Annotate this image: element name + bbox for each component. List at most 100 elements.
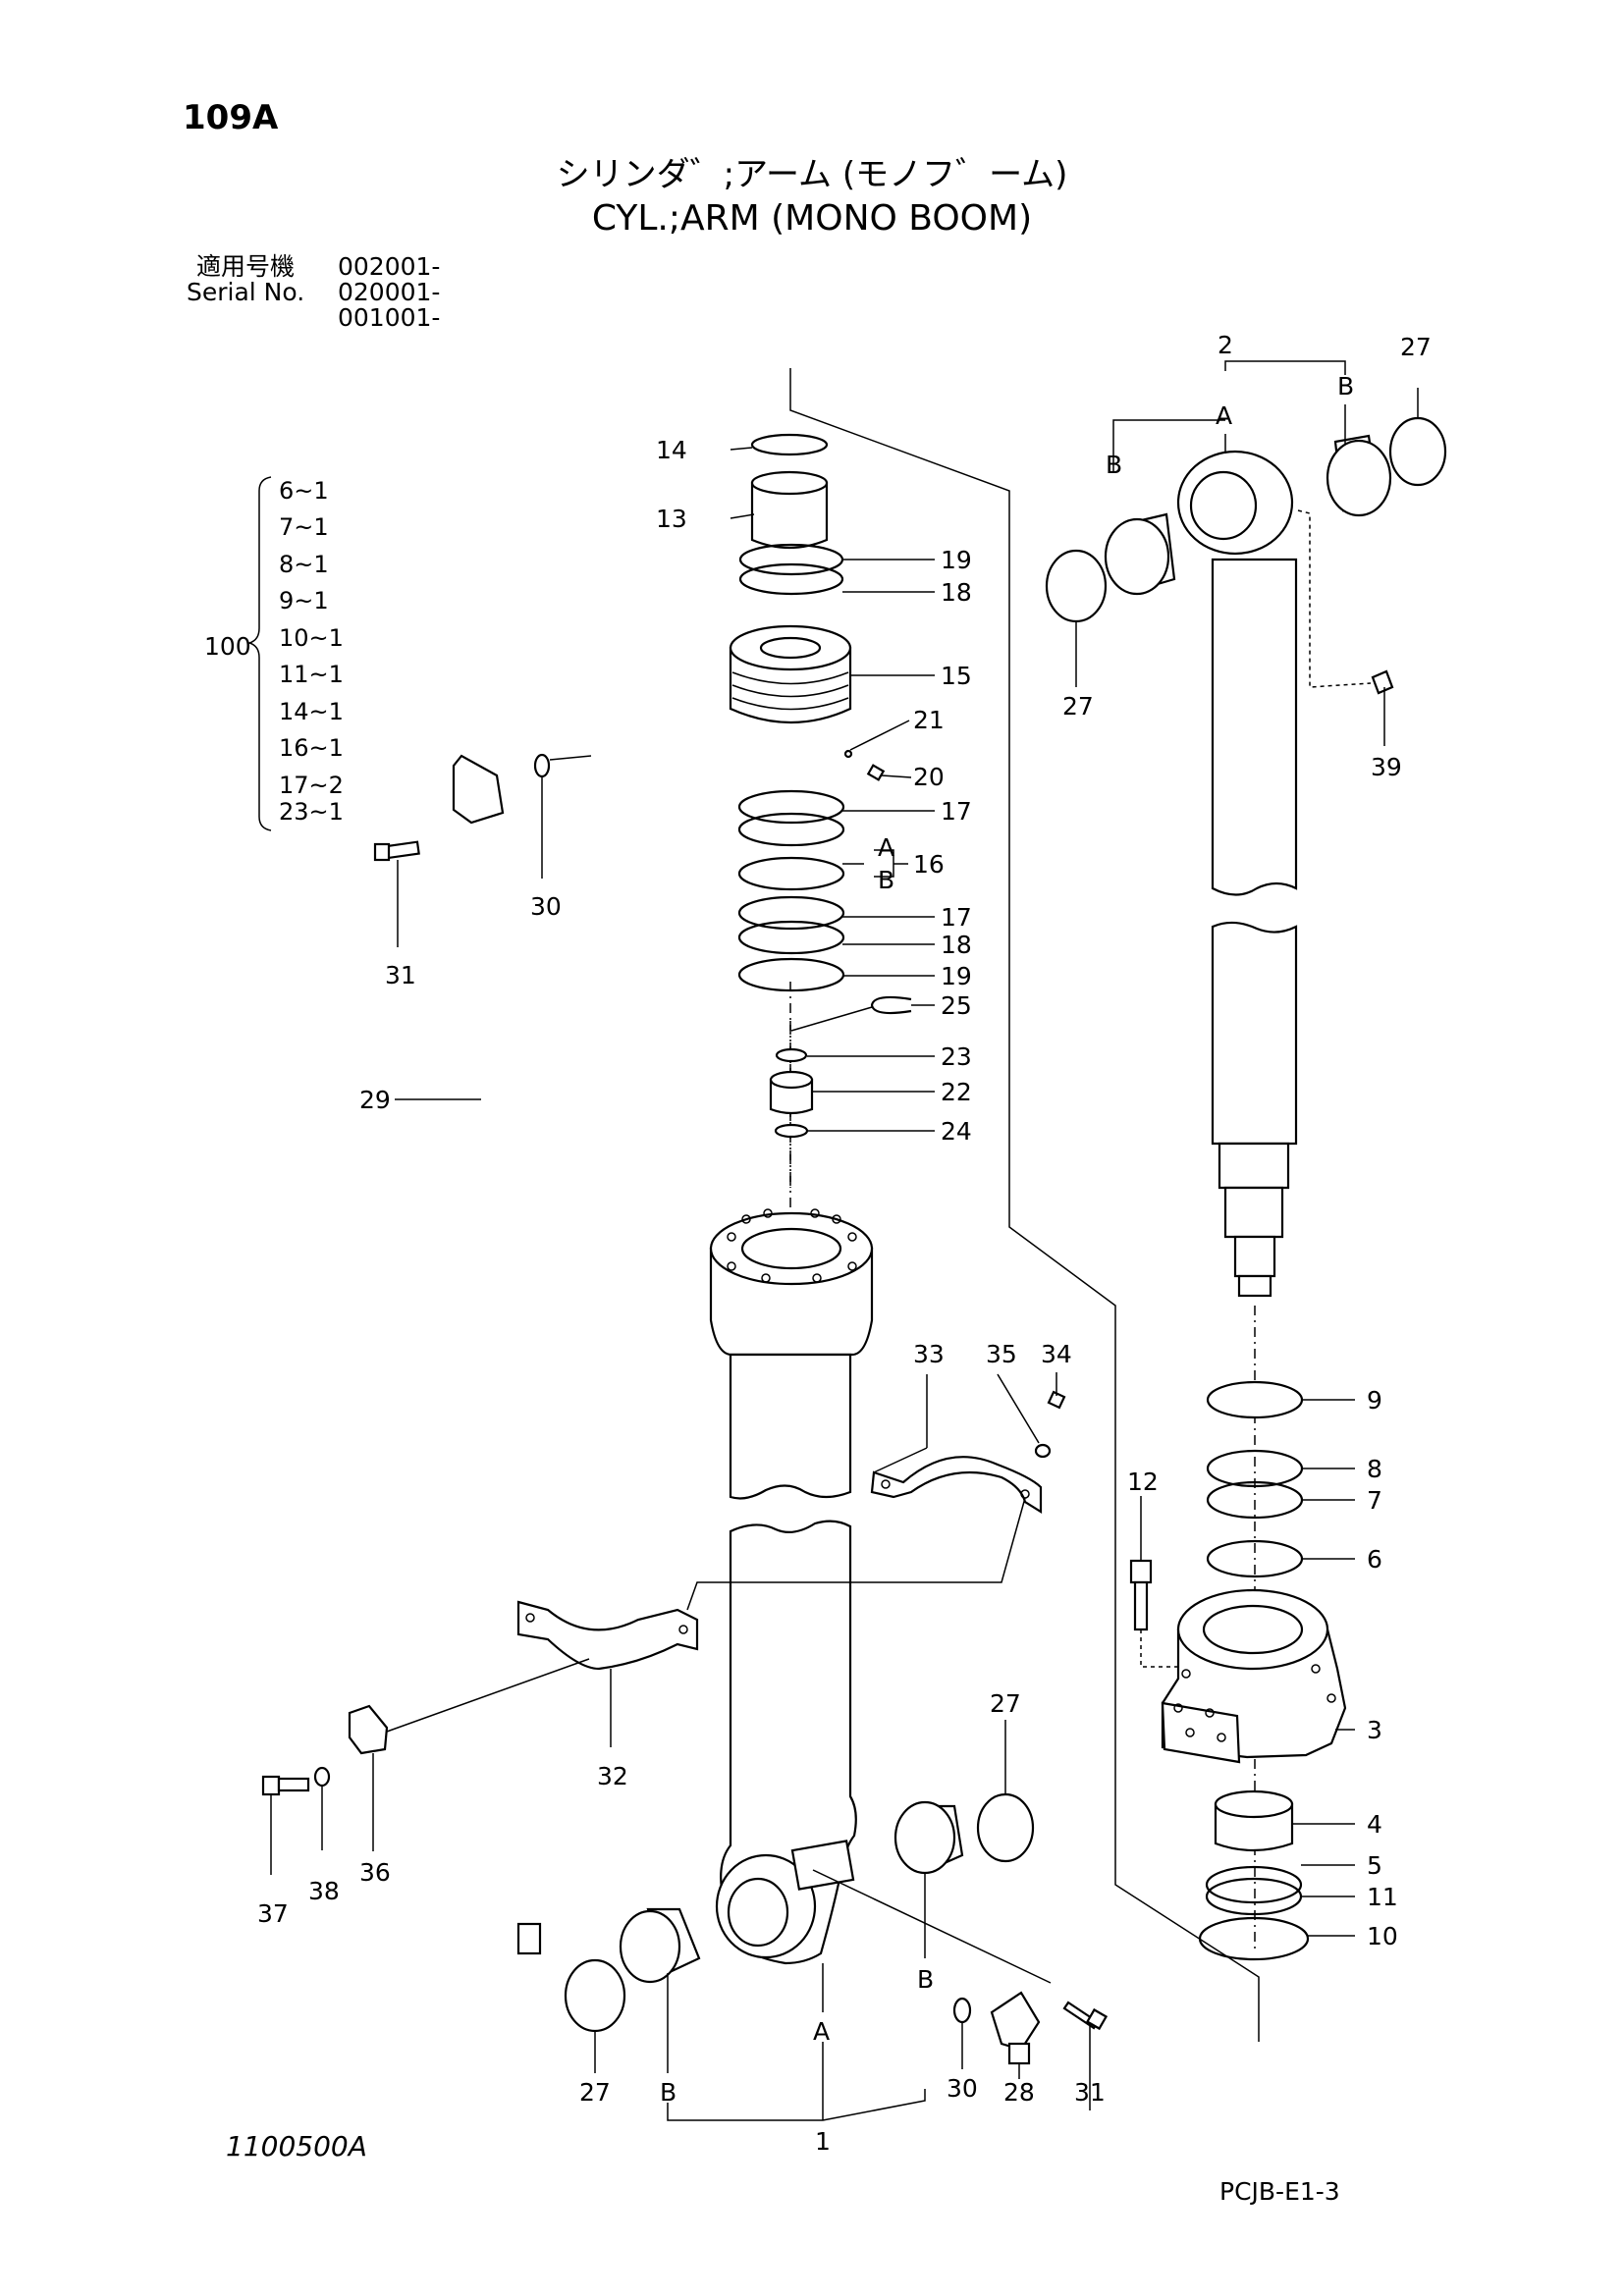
callout-letter-a: A xyxy=(813,2017,830,2046)
part-15-piston xyxy=(729,624,852,724)
callout-11: 11 xyxy=(1367,1883,1398,1911)
callout-letter-b: B xyxy=(878,866,894,894)
part-27-seal xyxy=(1045,549,1108,623)
callout-31: 31 xyxy=(385,961,416,989)
callout-letter-a: A xyxy=(1216,401,1232,430)
part-31-bolt xyxy=(373,840,420,862)
part-28-elbow xyxy=(990,1991,1041,2065)
part-4-bushing xyxy=(1214,1789,1294,1852)
callout-22: 22 xyxy=(941,1078,972,1106)
kit-item: 16~1 xyxy=(279,734,344,762)
callout-37: 37 xyxy=(257,1899,289,1928)
part-23-ring xyxy=(775,1047,808,1063)
part-17-ring xyxy=(737,895,845,931)
callout-39: 39 xyxy=(1371,753,1402,781)
part-24-ring xyxy=(774,1123,809,1139)
leader-lines xyxy=(270,360,1419,2121)
part-19-ring xyxy=(737,957,845,992)
callout-27: 27 xyxy=(990,1689,1021,1718)
part-22-collar xyxy=(769,1070,814,1115)
callout-31: 31 xyxy=(1074,2078,1106,2107)
callout-3: 3 xyxy=(1367,1716,1382,1744)
callout-34: 34 xyxy=(1041,1340,1072,1368)
callout-25: 25 xyxy=(941,991,972,1020)
part-30-o-ring xyxy=(952,1997,972,2024)
callout-9: 9 xyxy=(1367,1386,1382,1415)
part-b-bushing xyxy=(893,1800,964,1875)
callout-16: 16 xyxy=(913,850,945,879)
part-33-band xyxy=(870,1456,1043,1514)
callout-5: 5 xyxy=(1367,1851,1382,1880)
callout-labels: 14 13 19 18 15 21 20 17 A B 16 17 18 19 … xyxy=(257,331,1432,2156)
part-27-seal xyxy=(976,1792,1035,1863)
callout-21: 21 xyxy=(913,706,945,734)
part-32-band xyxy=(516,1600,699,1671)
kit-brace xyxy=(246,476,272,831)
kit-item: 7~1 xyxy=(279,513,329,541)
assembly-boundary-line xyxy=(789,368,1116,1808)
part-b-bushing xyxy=(1104,512,1176,596)
part-10-ring xyxy=(1198,1916,1310,1961)
part-b-bushing xyxy=(1326,434,1392,517)
serial-label-jp: 適用号機 xyxy=(196,252,296,281)
page-reference: PCJB-E1-3 xyxy=(1219,2177,1340,2206)
callout-23: 23 xyxy=(941,1042,972,1071)
callout-letter-b: B xyxy=(660,2078,677,2107)
callout-13: 13 xyxy=(656,505,687,533)
callout-7: 7 xyxy=(1367,1486,1382,1515)
page-code: 109A xyxy=(183,98,279,137)
serial-number-1: 002001- xyxy=(338,252,441,281)
callout-38: 38 xyxy=(308,1877,340,1905)
callout-35: 35 xyxy=(986,1340,1017,1368)
part-21-ball xyxy=(843,749,853,759)
kit-number: 100 xyxy=(204,632,251,661)
part-16-ring-b xyxy=(737,856,845,891)
part-25-clip xyxy=(870,995,912,1015)
part-38-washer xyxy=(313,1766,331,1788)
title-english: CYL.;ARM (MONO BOOM) xyxy=(591,198,1033,239)
kit-item: 6~1 xyxy=(279,477,329,505)
callout-letter-a: A xyxy=(878,833,894,862)
part-27-seal xyxy=(564,1958,626,2033)
callout-36: 36 xyxy=(359,1858,391,1887)
part-17-ring xyxy=(737,789,845,825)
callout-30: 30 xyxy=(530,892,562,921)
callout-6: 6 xyxy=(1367,1545,1382,1574)
callout-28: 28 xyxy=(1003,2078,1035,2107)
callout-27: 27 xyxy=(579,2078,611,2107)
part-14-ring xyxy=(750,433,829,456)
part-16-ring-a xyxy=(737,812,845,847)
part-1-cylinder-tube xyxy=(709,1208,874,1965)
part-3-rod-cover xyxy=(1161,1588,1347,1764)
part-18-ring xyxy=(738,562,844,596)
part-b-bushing xyxy=(619,1907,701,1984)
callout-14: 14 xyxy=(656,436,687,464)
part-36-clamp xyxy=(348,1704,389,1755)
callout-29: 29 xyxy=(359,1086,391,1114)
part-37-bolt xyxy=(261,1775,310,1796)
kit-item: 9~1 xyxy=(279,587,329,614)
callout-30: 30 xyxy=(947,2074,978,2103)
part-18-ring xyxy=(737,920,845,955)
callout-32: 32 xyxy=(597,1762,628,1790)
callout-2: 2 xyxy=(1218,331,1233,359)
callout-20: 20 xyxy=(913,763,945,791)
callout-18: 18 xyxy=(941,931,972,959)
callout-8: 8 xyxy=(1367,1455,1382,1483)
part-39-grease-fitting xyxy=(1371,669,1394,695)
callout-letter-b: B xyxy=(917,1965,934,1994)
callout-24: 24 xyxy=(941,1117,972,1146)
part-12-bolt xyxy=(1129,1559,1153,1631)
callout-33: 33 xyxy=(913,1340,945,1368)
part-2-piston-rod xyxy=(1176,450,1298,1298)
part-20-set-screw xyxy=(866,764,886,781)
callout-10: 10 xyxy=(1367,1922,1398,1950)
callout-letter-b: B xyxy=(1337,372,1354,400)
kit-item: 17~2 xyxy=(279,772,344,799)
part-27-seal xyxy=(1388,416,1447,487)
part-34-bolt xyxy=(1047,1390,1066,1410)
callout-1: 1 xyxy=(815,2127,831,2156)
callout-19: 19 xyxy=(941,962,972,990)
part-29-pipe xyxy=(452,754,542,1955)
